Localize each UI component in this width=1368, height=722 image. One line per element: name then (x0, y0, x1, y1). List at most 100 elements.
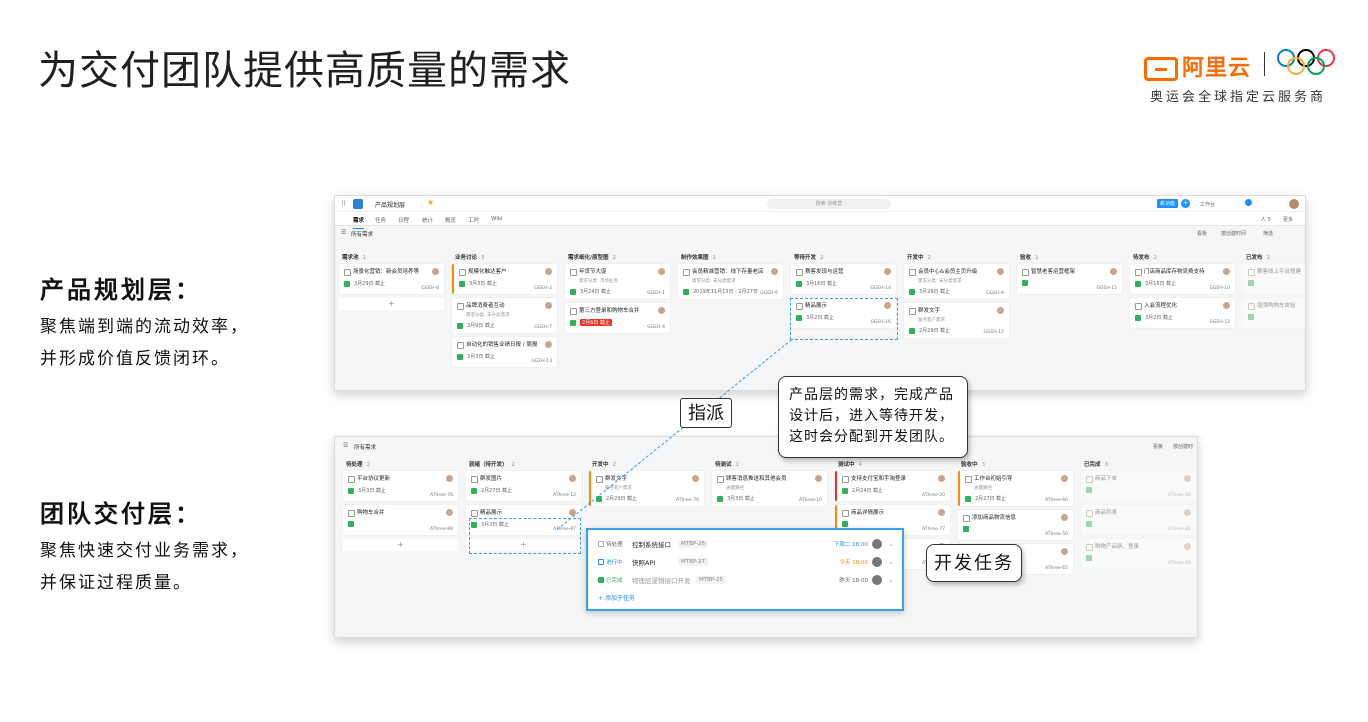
column-count: 2 (612, 462, 617, 468)
status-checkbox-icon[interactable] (598, 559, 604, 565)
requirement-card[interactable]: 赛客线上平台搭建 (1243, 264, 1305, 294)
tab-3[interactable]: 统计 (422, 218, 434, 224)
add-card-button[interactable]: + (466, 539, 581, 551)
grid-menu-icon[interactable]: ⠿ (341, 200, 347, 208)
tab-4[interactable]: 概览 (445, 218, 457, 224)
star-icon[interactable]: ★ (427, 198, 435, 207)
tab-0[interactable]: 需求 (353, 218, 365, 229)
list-icon[interactable]: ☰ (341, 229, 347, 236)
tab-5[interactable]: 工时 (468, 218, 480, 224)
tab-2[interactable]: 日程 (398, 218, 410, 224)
column-name: 已发布 (1246, 255, 1263, 261)
add-icon[interactable]: + (1181, 199, 1190, 208)
card-id: AThree-50 (1045, 532, 1068, 537)
note-line3: 这时会分配到开发团队。 (789, 429, 954, 445)
workbench-link[interactable]: 工作台 (1200, 202, 1216, 208)
view-switch[interactable]: 看板 (1153, 444, 1164, 450)
status-checkbox-icon[interactable] (598, 577, 604, 583)
subtask-status[interactable]: 已完成 (598, 576, 632, 584)
assignee-avatar (884, 302, 891, 309)
due-date: 3月16日 截止 (806, 281, 838, 287)
new-feature-badge[interactable]: 新功能 (1157, 199, 1179, 208)
card-id: AThree-60 (1045, 498, 1068, 503)
priority-tag-icon (1086, 487, 1092, 493)
brand-divider (1264, 52, 1265, 76)
user-avatar[interactable] (1289, 199, 1299, 209)
subtask-assignee-avatar[interactable] (872, 557, 882, 567)
priority-tag-icon (1022, 280, 1028, 286)
subtask-status[interactable]: 待处理 (598, 540, 632, 548)
list-icon[interactable]: ☰ (343, 442, 349, 449)
add-subtask-button[interactable]: + 添加子任务 (598, 595, 635, 602)
chevron-down-icon[interactable]: ⌄ (888, 540, 894, 548)
column-count: 3 (1104, 462, 1109, 468)
product-layer-line1: 聚焦端到端的流动效率， (40, 317, 249, 337)
tab-6[interactable]: Wiki (491, 216, 503, 222)
tab-1[interactable]: 任务 (375, 218, 387, 224)
card-title: 顾客消息推送和其他会员 (717, 475, 822, 483)
notification-icon[interactable] (1245, 199, 1252, 206)
subtask-assignee-avatar[interactable] (872, 575, 882, 585)
card-id: AThree-86 (1168, 493, 1191, 498)
filter-all-requirements[interactable]: 所有需求 (354, 445, 377, 451)
subtask-status[interactable]: 进行中 (598, 558, 632, 566)
assignee-avatar (545, 302, 552, 309)
card-id: GGEH-2 (534, 286, 552, 291)
people-count[interactable]: 人 5 (1261, 217, 1271, 223)
requirement-card[interactable]: 增强购物车体验 (1243, 298, 1305, 328)
search-input[interactable]: 搜索 训练营 (767, 199, 891, 209)
card-title: 商品详情展示 (842, 509, 945, 517)
priority-tag-icon (1086, 555, 1092, 561)
column-name: 待测试 (715, 462, 732, 468)
add-card-button[interactable]: + (339, 298, 444, 310)
column-count: 1 (1035, 255, 1039, 261)
column-count: 2 (1266, 255, 1271, 261)
chevron-down-icon[interactable]: ⌄ (888, 576, 894, 584)
sort-select[interactable]: 按创建时 (1173, 444, 1194, 450)
filter-all-requirements[interactable]: 所有需求 (351, 232, 374, 238)
add-card-button[interactable]: + (343, 539, 458, 551)
card-subtitle: 服务客户需求 (918, 318, 945, 323)
view-switch[interactable]: 看板 (1197, 231, 1208, 237)
card-title: 支持支付宝和手淘登录 (842, 475, 945, 483)
sort-select[interactable]: 按创建时间 (1221, 231, 1247, 237)
status-checkbox-icon[interactable] (598, 541, 604, 547)
chevron-down-icon[interactable]: ⌄ (888, 558, 894, 566)
more-link[interactable]: 更多 (1283, 217, 1294, 223)
filter-button[interactable]: 筛选 (1263, 231, 1274, 237)
subtask-assignee-avatar[interactable] (872, 539, 882, 549)
project-name[interactable]: 产品规划层 (375, 202, 406, 209)
